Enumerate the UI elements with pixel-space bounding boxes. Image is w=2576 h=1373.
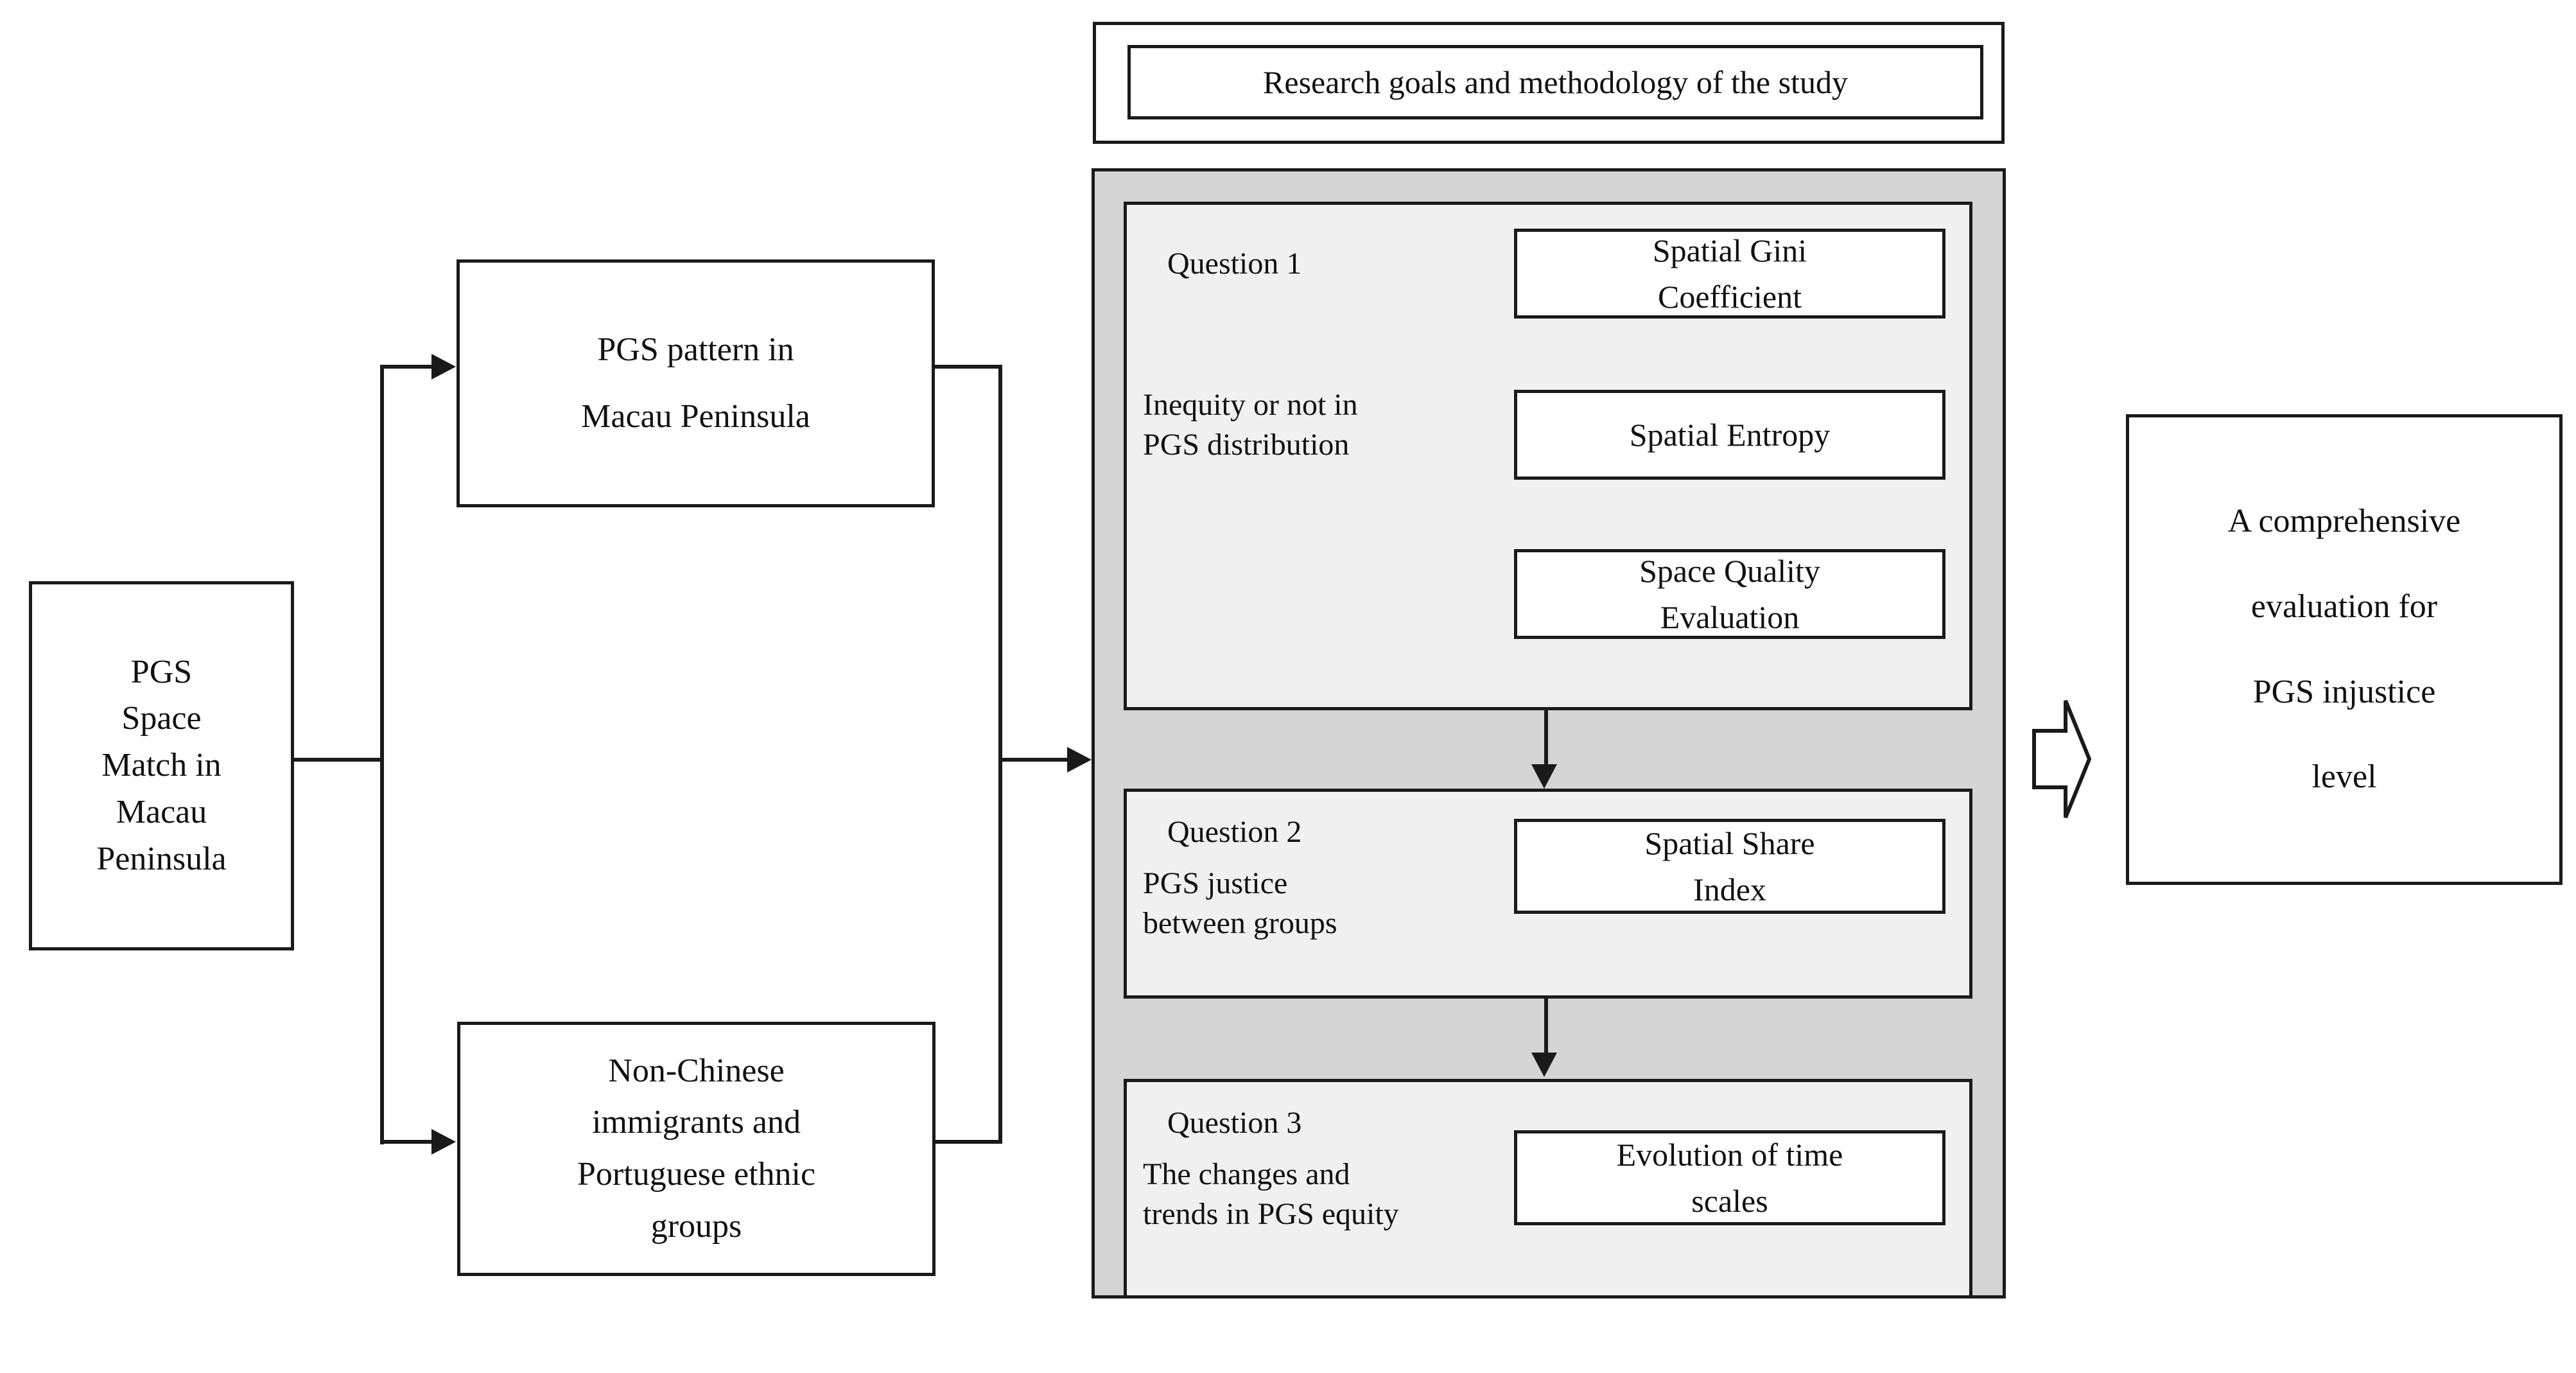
question-1-description: Inequity or not in PGS distribution: [1143, 388, 1358, 462]
connector-groups-out-horizontal: [936, 1140, 1002, 1144]
question-3-description: The changes and trends in PGS equity: [1143, 1157, 1399, 1232]
research-goals-box: Research goals and methodology of the st…: [1127, 45, 1983, 119]
arrowhead-to-methodology-icon: [1067, 747, 1092, 773]
connector-pattern-out-horizontal: [935, 365, 1002, 369]
method-box-spatial-entropy: Spatial Entropy: [1514, 390, 1945, 480]
branch-box-ethnic-groups: Non-Chinese immigrants and Portuguese et…: [457, 1022, 936, 1276]
method-box-spatial-entropy-label: Spatial Entropy: [1629, 416, 1831, 453]
branch-box-pgs-pattern: PGS pattern in Macau Peninsula: [457, 259, 935, 507]
method-box-evolution-of-time-scales-label: Evolution of time scales: [1616, 1136, 1843, 1220]
question-2-number-label: Question 2: [1167, 815, 1302, 849]
method-box-spatial-share-index: Spatial Share Index: [1514, 819, 1945, 914]
block-arrow-right-icon: [2032, 699, 2091, 819]
connector-q2-to-q3: [1544, 999, 1548, 1055]
branch-box-ethnic-groups-label: Non-Chinese immigrants and Portuguese et…: [577, 1052, 816, 1245]
method-box-spatial-share-index-label: Spatial Share Index: [1644, 825, 1815, 908]
method-box-space-quality-evaluation-label: Space Quality Evaluation: [1639, 552, 1820, 636]
method-box-spatial-gini-coefficient-label: Spatial Gini Coefficient: [1652, 232, 1807, 315]
connector-q1-to-q2: [1544, 710, 1548, 767]
connector-merge-horizontal: [998, 758, 1070, 762]
question-3-number-label: Question 3: [1167, 1106, 1302, 1140]
arrowhead-q1-to-q2-icon: [1531, 764, 1557, 789]
method-box-spatial-gini-coefficient: Spatial Gini Coefficient: [1514, 229, 1945, 319]
question-2-description: PGS justice between groups: [1143, 866, 1337, 941]
connector-to-pattern-horizontal: [380, 365, 439, 369]
connector-to-groups-horizontal: [380, 1140, 439, 1144]
connector-fan-vertical: [380, 366, 384, 1144]
seed-box-pgs-space-match: PGS Space Match in Macau Peninsula: [29, 581, 294, 950]
method-box-space-quality-evaluation: Space Quality Evaluation: [1514, 549, 1945, 639]
arrowhead-to-groups-icon: [431, 1129, 456, 1155]
research-goals-label: Research goals and methodology of the st…: [1263, 64, 1848, 100]
result-box-label: A comprehensive evaluation for PGS injus…: [2227, 503, 2461, 796]
connector-merge-vertical: [998, 365, 1002, 1144]
arrowhead-to-pattern-icon: [431, 354, 456, 380]
seed-box-label: PGS Space Match in Macau Peninsula: [96, 653, 227, 877]
branch-box-pgs-pattern-label: PGS pattern in Macau Peninsula: [581, 331, 810, 435]
question-1-number-label: Question 1: [1167, 247, 1302, 281]
method-box-evolution-of-time-scales: Evolution of time scales: [1514, 1130, 1945, 1225]
connector-seed-horizontal: [294, 758, 384, 762]
arrowhead-q2-to-q3-icon: [1531, 1053, 1557, 1077]
result-box-comprehensive-evaluation: A comprehensive evaluation for PGS injus…: [2126, 414, 2563, 885]
